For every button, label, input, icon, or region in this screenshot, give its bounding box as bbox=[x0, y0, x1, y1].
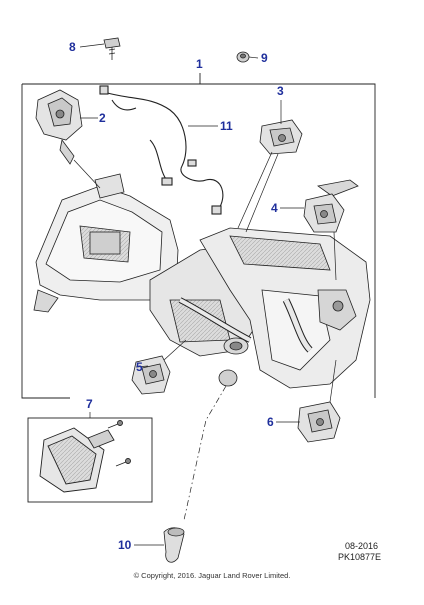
callout-3: 3 bbox=[277, 84, 284, 98]
part-2-actuator bbox=[35, 89, 83, 165]
callout-7: 7 bbox=[86, 397, 93, 411]
callout-11: 11 bbox=[220, 119, 233, 133]
part-5-actuator bbox=[131, 355, 171, 395]
callout-5: 5 bbox=[136, 360, 143, 374]
callout-2: 2 bbox=[99, 111, 106, 125]
hvac-unit bbox=[33, 173, 371, 389]
callout-1: 1 bbox=[196, 57, 203, 71]
callout-10: 10 bbox=[118, 538, 132, 552]
callout-4: 4 bbox=[271, 201, 278, 215]
assembly-frame bbox=[21, 73, 376, 399]
part-4-actuator bbox=[303, 179, 359, 233]
part-8-screw bbox=[103, 37, 121, 60]
part-10-drain-hose bbox=[163, 527, 185, 563]
callout-6: 6 bbox=[267, 415, 274, 429]
part-7-resistor-box bbox=[27, 417, 153, 503]
part-3-actuator bbox=[259, 119, 303, 155]
wiring-harness bbox=[99, 85, 224, 215]
diagram-date: 08-2016 bbox=[345, 541, 379, 551]
copyright-notice: © Copyright, 2016. Jaguar Land Rover Lim… bbox=[133, 571, 291, 580]
callout-8: 8 bbox=[69, 40, 76, 54]
diagram-part-code: PK10877E bbox=[338, 552, 382, 562]
part-6-actuator bbox=[297, 401, 341, 443]
callout-9: 9 bbox=[261, 51, 268, 65]
part-9-clip bbox=[236, 51, 250, 63]
leader-lines bbox=[73, 43, 337, 546]
